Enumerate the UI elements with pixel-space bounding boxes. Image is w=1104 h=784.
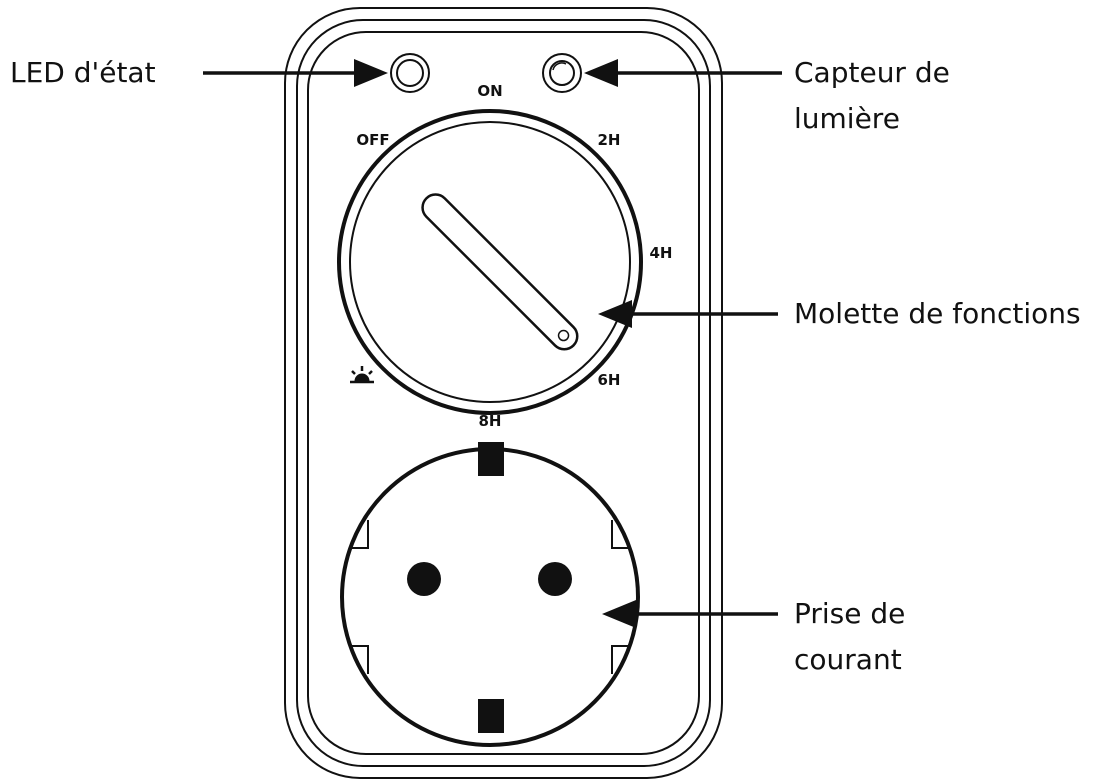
power-socket xyxy=(340,442,640,747)
function-dial-label-text: Molette de fonctions xyxy=(794,297,1081,330)
callout-arrows xyxy=(203,59,782,628)
socket-earth-contact-top xyxy=(478,442,504,476)
dial-pointer-bar xyxy=(421,193,579,351)
led-arrow xyxy=(203,59,388,87)
socket-pin-hole-right xyxy=(538,562,572,596)
power-socket-label-line1: Prise de xyxy=(794,597,906,630)
dial-mark-2h: 2H xyxy=(597,131,621,149)
power-socket-label: Prise de courant xyxy=(794,591,905,683)
dusk-sun-icon xyxy=(350,366,374,384)
device-housing xyxy=(284,7,723,779)
light-sensor-label-line1: Capteur de xyxy=(794,56,950,89)
housing-outer-edge xyxy=(284,7,723,779)
dial-mark-6h: 6H xyxy=(597,371,621,389)
light-sensor xyxy=(542,53,582,93)
function-dial[interactable] xyxy=(337,109,643,415)
light-sensor-label: Capteur de lumière xyxy=(794,50,950,142)
dial-mark-4h: 4H xyxy=(649,244,673,262)
dial-mark-off: OFF xyxy=(356,131,390,149)
housing-inner-edge xyxy=(296,19,711,767)
socket-earth-contact-bottom xyxy=(478,699,504,733)
socket-side-clips xyxy=(352,520,628,674)
power-socket-label-line2: courant xyxy=(794,643,902,676)
socket-pin-hole-left xyxy=(407,562,441,596)
led-label: LED d'état xyxy=(10,50,156,96)
light-sensor-label-line2: lumière xyxy=(794,102,900,135)
dial-mark-8h: 8H xyxy=(478,412,502,430)
dial-mark-on: ON xyxy=(477,82,503,100)
function-dial-label: Molette de fonctions xyxy=(794,291,1081,337)
sensor-arrow xyxy=(584,59,782,87)
housing-face-edge xyxy=(307,31,700,755)
led-label-text: LED d'état xyxy=(10,56,156,89)
status-led xyxy=(390,53,430,93)
dial-arrow xyxy=(598,300,778,328)
socket-arrow xyxy=(602,600,778,628)
